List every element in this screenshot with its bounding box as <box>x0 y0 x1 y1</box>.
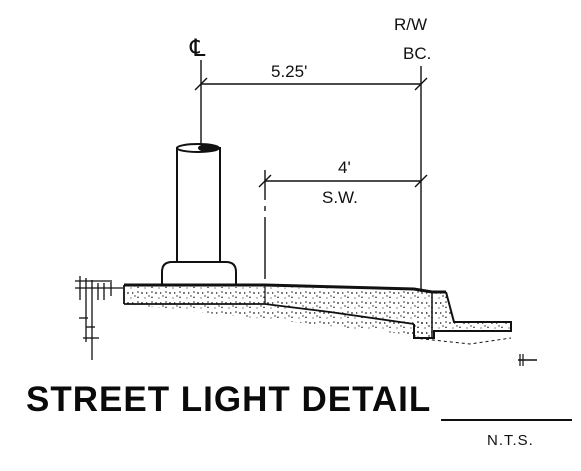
title-underline <box>441 419 572 421</box>
sidewalk-label: S.W. <box>322 188 358 207</box>
dimension-4 <box>258 170 428 279</box>
centerline-symbol: ℄ <box>189 35 206 62</box>
dimension-5-25-label: 5.25' <box>271 62 307 81</box>
pole-base <box>161 261 237 286</box>
dimension-4-label: 4' <box>338 158 351 177</box>
back-of-curb-label: BC. <box>403 44 431 63</box>
left-ground-marks <box>75 276 123 360</box>
right-of-way-label: R/W <box>394 15 427 34</box>
drawing-title: STREET LIGHT DETAIL <box>26 380 432 419</box>
light-pole <box>176 143 221 267</box>
scale-note: N.T.S. <box>487 432 534 449</box>
dimension-5-25 <box>194 60 428 292</box>
curb-and-gutter <box>413 291 537 366</box>
sidewalk-slab <box>123 283 446 337</box>
